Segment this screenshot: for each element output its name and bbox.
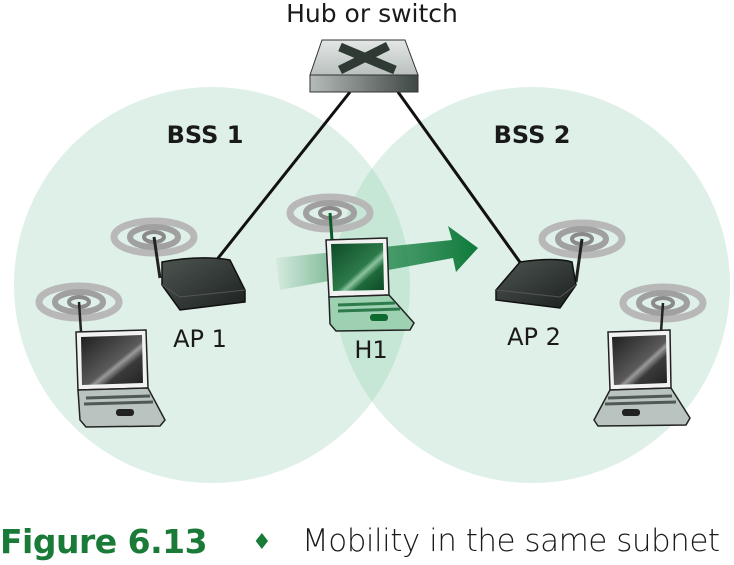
figure-number: Figure 6.13 [0, 522, 208, 561]
hub-switch-icon [309, 39, 419, 93]
h1-laptop-icon [325, 212, 415, 332]
bss1-label: BSS 1 [167, 121, 244, 149]
right-host-laptop-icon [593, 302, 691, 427]
h1-label: H1 [354, 336, 387, 364]
ap1-label: AP 1 [173, 325, 227, 353]
link-switch-ap2 [396, 91, 524, 266]
diamond-separator-icon: ♦ [252, 530, 272, 555]
ap1-access-point-icon [152, 236, 246, 311]
link-switch-ap1 [213, 91, 352, 263]
left-host-laptop-icon [75, 301, 166, 428]
bss2-label: BSS 2 [494, 121, 571, 149]
figure-title: Mobility in the same subnet [302, 523, 720, 559]
hub-label: Hub or switch [286, 0, 458, 28]
ap2-label: AP 2 [507, 323, 561, 351]
diagram: Hub or switch BSS 1 BSS 2 AP 1 AP 2 [14, 0, 730, 483]
ap2-access-point-icon [495, 238, 584, 309]
